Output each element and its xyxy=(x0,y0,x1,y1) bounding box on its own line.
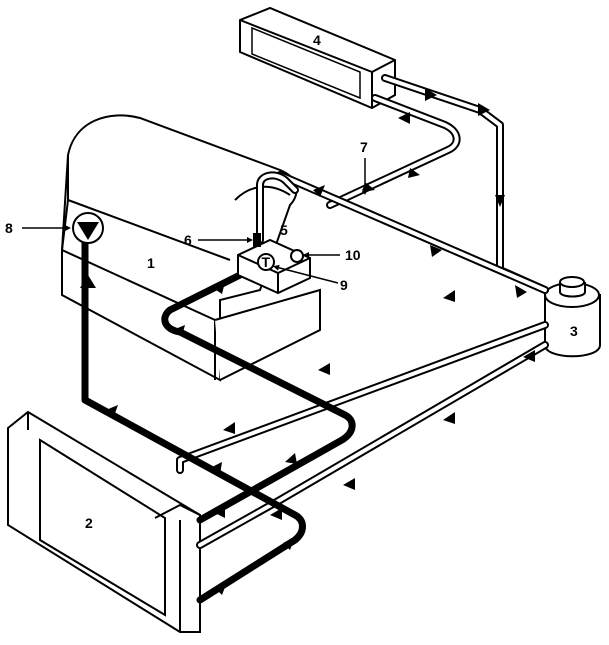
number-labels: 1 2 3 4 5 6 7 8 9 10 xyxy=(5,32,578,531)
engine-block xyxy=(61,114,321,382)
flow-arrow xyxy=(285,453,297,464)
flow-arrow xyxy=(515,285,527,298)
flow-arrow xyxy=(215,582,227,595)
hot-hoses xyxy=(81,236,356,604)
flow-arrows xyxy=(80,88,535,595)
expansion-tank xyxy=(544,276,601,358)
flow-arrow xyxy=(210,462,222,475)
flow-arrow xyxy=(343,478,355,490)
thermostat-symbol: T xyxy=(262,254,271,270)
flow-arrow xyxy=(443,290,455,302)
flow-arrow xyxy=(213,505,225,518)
flow-arrow xyxy=(283,537,295,550)
flow-arrow xyxy=(223,422,235,434)
label-water-pump: 8 xyxy=(5,220,13,236)
flow-arrow xyxy=(80,275,96,288)
heater-core xyxy=(239,6,396,110)
label-thermostat: 9 xyxy=(340,277,348,293)
label-heater-hose: 7 xyxy=(360,139,368,155)
flow-arrow xyxy=(270,508,282,520)
radiator xyxy=(7,410,201,633)
label-engine: 1 xyxy=(147,255,155,271)
flow-arrow xyxy=(425,88,437,101)
flow-arrow xyxy=(398,112,410,124)
leader-lines xyxy=(22,158,368,284)
water-pump xyxy=(72,212,104,244)
label-heater-core: 4 xyxy=(313,32,321,48)
label-sensor: 6 xyxy=(184,232,192,248)
flow-arrow xyxy=(430,245,442,257)
flow-arrow xyxy=(408,168,420,178)
thermostat-housing: T xyxy=(237,233,311,295)
flow-arrow xyxy=(478,103,490,116)
label-bleed-valve: 10 xyxy=(345,247,361,263)
flow-arrow xyxy=(318,363,330,375)
flow-arrow xyxy=(523,350,535,362)
flow-arrow xyxy=(173,325,185,336)
flow-arrow xyxy=(106,405,118,416)
flow-arrow xyxy=(495,195,505,207)
flow-arrow xyxy=(213,282,225,294)
label-radiator: 2 xyxy=(85,515,93,531)
flow-arrow xyxy=(443,412,455,424)
label-thermostat-housing: 5 xyxy=(280,222,288,238)
flow-arrow xyxy=(313,185,325,197)
cold-hoses xyxy=(176,74,549,549)
label-expansion-tank: 3 xyxy=(570,323,578,339)
